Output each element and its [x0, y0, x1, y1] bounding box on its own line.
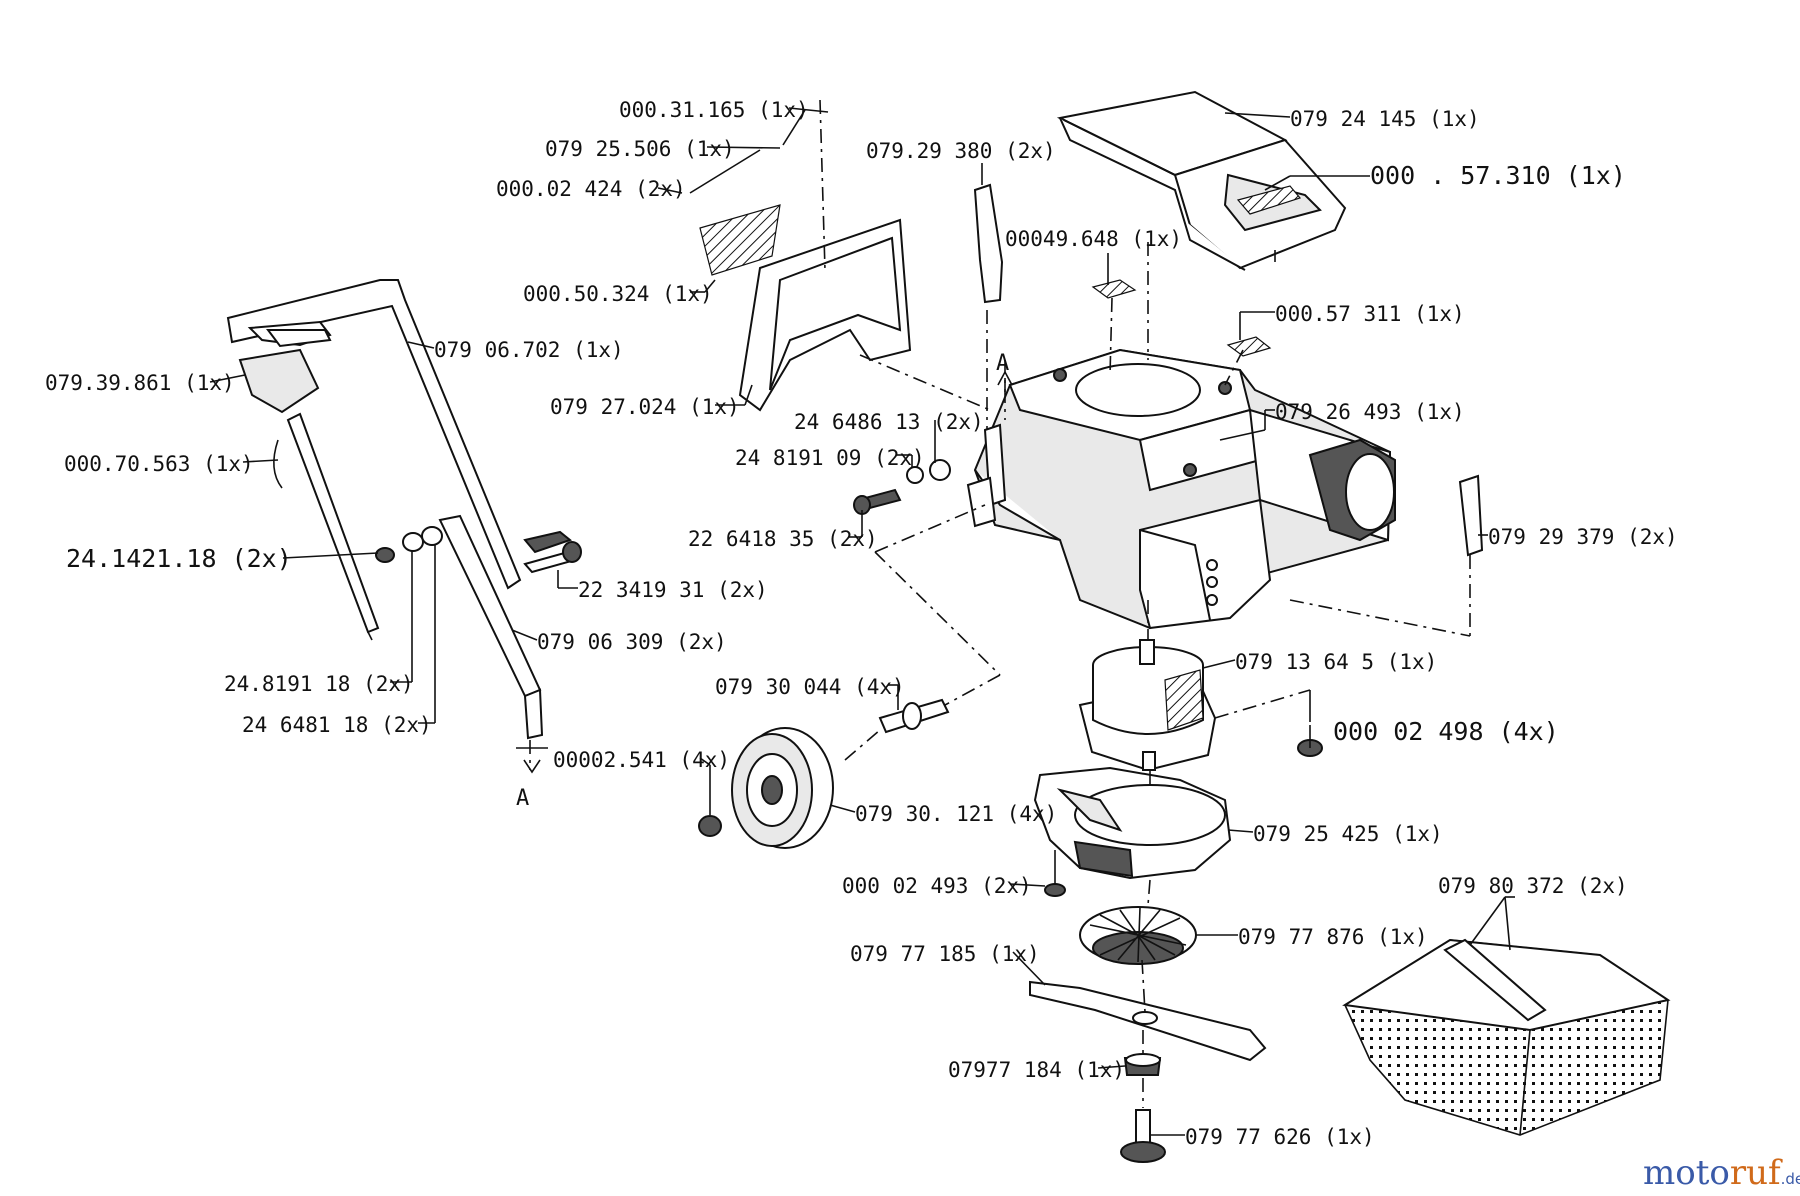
label-079-06-309: 079 06 309 (2x): [537, 630, 727, 654]
label-000-57-310: 000 . 57.310 (1x): [1370, 161, 1626, 190]
marker-a-bottom: A: [516, 786, 529, 811]
handle-hardware-drawing: [375, 526, 582, 574]
fan-screw-drawing: [1044, 860, 1066, 897]
logo-part2: ruf: [1730, 1153, 1783, 1193]
fan-drawing: [1079, 906, 1197, 965]
label-24-819-109: 24 8191 09 (2x): [735, 446, 925, 470]
label-079-24-145: 079 24 145 (1x): [1290, 107, 1480, 131]
label-079-30-044: 079 30 044 (4x): [715, 675, 905, 699]
motoruf-logo: motoruf.de: [1643, 1153, 1800, 1193]
label-079-27-024: 079 27.024 (1x): [550, 395, 740, 419]
handle-drawing: [226, 279, 573, 740]
wheel-drawing: [698, 698, 950, 849]
label-079-25-506: 079 25.506 (1x): [545, 137, 735, 161]
label-22-341-931: 22 3419 31 (2x): [578, 578, 768, 602]
label-24-648-613: 24 6486 13 (2x): [794, 410, 984, 434]
label-000-49-648: 00049.648 (1x): [1005, 227, 1182, 251]
label-22-641-835: 22 6418 35 (2x): [688, 527, 878, 551]
bracket-drawing: [966, 183, 1484, 557]
label-079-30-121: 079 30. 121 (4x): [855, 802, 1057, 826]
label-000-50-324: 000.50.324 (1x): [523, 282, 713, 306]
label-000-57-311: 000.57 311 (1x): [1275, 302, 1465, 326]
part-labels: 000.31.165 (1x) 079 25.506 (1x) 000.02 4…: [45, 98, 1678, 1149]
logo-part1: moto: [1643, 1153, 1730, 1193]
a-markers: A A: [516, 351, 1013, 811]
label-000-31-165: 000.31.165 (1x): [619, 98, 809, 122]
label-079-06-702: 079 06.702 (1x): [434, 338, 624, 362]
pad-drawings: [1091, 279, 1272, 357]
label-24-819-118: 24.8191 18 (2x): [224, 672, 414, 696]
blade-drawing: [1029, 980, 1267, 1062]
marker-a-top: A: [996, 351, 1009, 376]
label-000-02-541: 00002.541 (4x): [553, 748, 730, 772]
label-24-142-118: 24.1421.18 (2x): [66, 544, 292, 573]
label-000-70-563: 000.70.563 (1x): [64, 452, 254, 476]
housing-drawing: [973, 348, 1396, 630]
label-079-39-861: 079.39.861 (1x): [45, 371, 235, 395]
logo-suffix: .de: [1781, 1170, 1800, 1188]
fan-housing-drawing: [1033, 766, 1232, 880]
label-079-29-379: 079 29 379 (2x): [1488, 525, 1678, 549]
label-000-02-498: 000 02 498 (4x): [1333, 717, 1559, 746]
label-000-02-424: 000.02 424 (2x): [496, 177, 686, 201]
leader-lines: [209, 107, 1515, 1136]
label-079-29-380: 079.29 380 (2x): [866, 139, 1056, 163]
nut-bolt-drawing: [1120, 1053, 1166, 1163]
assembly-lines: [529, 99, 1471, 1108]
label-079-77-876: 079 77 876 (1x): [1238, 925, 1428, 949]
label-079-25-425: 079 25 425 (1x): [1253, 822, 1443, 846]
motor-drawing: [1078, 639, 1217, 772]
label-079-13-645: 079 13 64 5 (1x): [1235, 650, 1437, 674]
label-079-80-372: 079 80 372 (2x): [1438, 874, 1628, 898]
label-079-26-493: 079 26 493 (1x): [1275, 400, 1465, 424]
svg-text:motoruf.de: motoruf.de: [1643, 1153, 1800, 1193]
rear-flap-drawing: [699, 204, 912, 412]
label-079-77-184: 07977 184 (1x): [948, 1058, 1125, 1082]
label-000-02-493: 000 02 493 (2x): [842, 874, 1032, 898]
housing-screws-drawing: [853, 459, 1323, 757]
label-079-77-185: 079 77 185 (1x): [850, 942, 1040, 966]
grass-catcher-drawing: [1342, 938, 1671, 1136]
label-079-77-626: 079 77 626 (1x): [1185, 1125, 1375, 1149]
label-24-648-118: 24 6481 18 (2x): [242, 713, 432, 737]
